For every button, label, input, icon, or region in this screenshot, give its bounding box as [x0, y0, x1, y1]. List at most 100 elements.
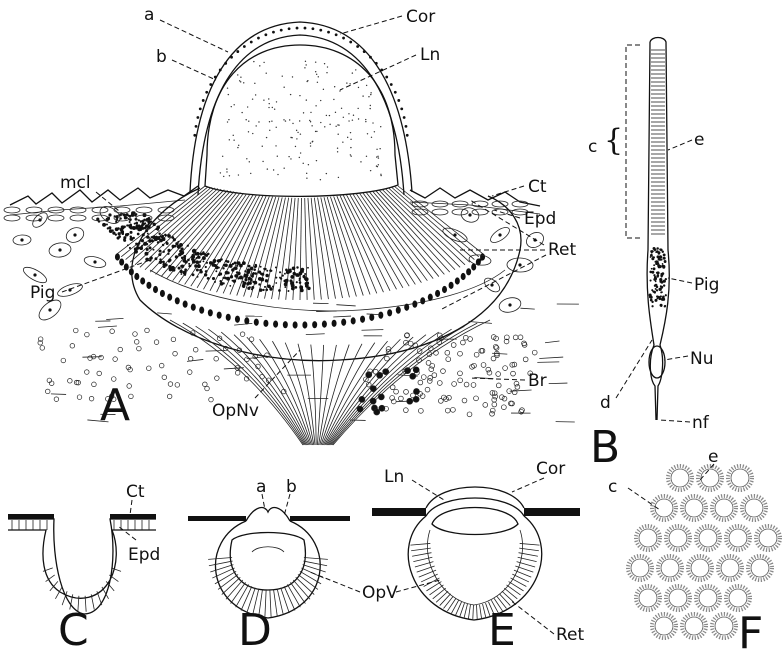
- brain-cell: [532, 350, 537, 355]
- panel-a-cornea: [190, 22, 412, 192]
- pigment-dot: [141, 222, 144, 225]
- cell-nucleus: [518, 263, 521, 266]
- cell-nucleus: [20, 238, 23, 241]
- pigment-dot: [305, 284, 309, 288]
- rod-section-inner: [661, 559, 679, 577]
- retina-rod: [284, 586, 295, 610]
- panel-a-lens-stipple: [193, 27, 408, 181]
- cornea-nucleus: [214, 76, 217, 79]
- lens-stipple: [323, 89, 324, 90]
- lens-stipple: [306, 99, 307, 100]
- pigment-dot: [197, 276, 199, 278]
- retinal-nucleus: [466, 268, 471, 275]
- pigment-granule: [662, 266, 665, 269]
- pigment-dot: [231, 268, 234, 271]
- lens-stipple: [374, 131, 375, 132]
- leader-b-pig: [668, 278, 692, 283]
- pigment-dot: [139, 246, 143, 250]
- pigment-dot: [236, 265, 238, 267]
- pigment-dot: [145, 229, 148, 232]
- retinal-nucleus: [191, 304, 196, 311]
- pigment-dot: [203, 260, 205, 262]
- lens-stipple: [366, 156, 367, 157]
- rod-section-inner: [745, 499, 763, 517]
- pigment-dot: [121, 232, 124, 235]
- brain-cell: [85, 332, 90, 337]
- epidermal-cell: [70, 207, 86, 213]
- pigment-dot: [134, 223, 136, 225]
- pigment-granule: [654, 276, 657, 279]
- cornea-nucleus: [356, 45, 359, 48]
- lens-stipple: [334, 86, 335, 87]
- pigment-granule: [660, 273, 662, 275]
- brain-cell: [404, 389, 409, 394]
- pigment-dot: [204, 273, 207, 276]
- lens-stipple: [233, 135, 234, 136]
- pigment-dot: [133, 237, 135, 239]
- lens-stipple: [229, 175, 230, 176]
- panel-d-cuticle-right: [290, 516, 350, 521]
- pigment-dot: [249, 286, 251, 288]
- brain-cell: [193, 347, 198, 352]
- retina-rod: [436, 591, 448, 602]
- retina-rod: [395, 187, 479, 257]
- cornea-nucleus: [400, 107, 403, 110]
- lens-stipple: [342, 141, 343, 142]
- leader-b-nu: [664, 356, 688, 360]
- retinal-nucleus: [175, 297, 180, 304]
- rod-section: [756, 526, 780, 550]
- retina-rod: [300, 571, 321, 584]
- retina-rod: [366, 192, 433, 279]
- pigment-dot: [118, 235, 121, 238]
- label-epd: Epd: [524, 209, 556, 229]
- cornea-nucleus: [250, 41, 253, 44]
- lens-stipple: [370, 94, 371, 95]
- pigment-dot: [234, 274, 237, 277]
- brain-cell: [70, 343, 75, 348]
- pigment-dot: [177, 245, 181, 249]
- pigment-dot: [289, 279, 292, 282]
- pigment-dot: [153, 223, 156, 226]
- retinal-nucleus: [378, 312, 383, 319]
- cell-nucleus: [33, 273, 36, 276]
- retina-rod: [447, 598, 455, 611]
- brain-cell: [54, 397, 59, 402]
- tissue-stroke: [224, 368, 244, 369]
- retinal-nucleus: [369, 314, 374, 321]
- pigment-dot: [159, 261, 162, 264]
- pigment-dot: [175, 255, 178, 258]
- panel-letter-d: D: [238, 605, 272, 650]
- label-b: b: [156, 47, 167, 67]
- label-c-ct: Ct: [126, 482, 145, 502]
- lens-stipple: [263, 62, 264, 63]
- pigment-granule: [655, 288, 657, 290]
- pigment-dot: [196, 268, 199, 271]
- retina-rod: [300, 198, 302, 300]
- pigment-dot: [137, 243, 140, 246]
- panel-c: Ct Epd C: [8, 482, 160, 650]
- retina-rod: [308, 198, 314, 300]
- lens-stipple: [299, 120, 300, 121]
- lens-stipple: [258, 121, 259, 122]
- pigment-dot: [251, 288, 253, 290]
- cornea-nucleus: [288, 27, 291, 30]
- brain-cell: [429, 367, 434, 372]
- tissue-stroke: [157, 313, 172, 314]
- cornea-nucleus: [224, 62, 227, 65]
- lens-stipple: [254, 83, 255, 84]
- brain-cell: [89, 396, 94, 401]
- pigment-dot: [285, 279, 289, 283]
- lens-stipple: [335, 126, 336, 127]
- panel-d-cuticle-left: [188, 516, 246, 521]
- lens-stipple: [379, 148, 380, 149]
- rod-section: [636, 526, 660, 550]
- brain-cell: [118, 347, 123, 352]
- cornea-nucleus: [342, 37, 345, 40]
- lens-stipple: [355, 69, 356, 70]
- lens-stipple: [310, 112, 311, 113]
- rod-section: [688, 556, 712, 580]
- brain-cell: [167, 394, 172, 399]
- label-d-opv: OpV: [362, 583, 398, 603]
- pigment-dot: [219, 272, 222, 275]
- pigment-dot: [181, 264, 185, 268]
